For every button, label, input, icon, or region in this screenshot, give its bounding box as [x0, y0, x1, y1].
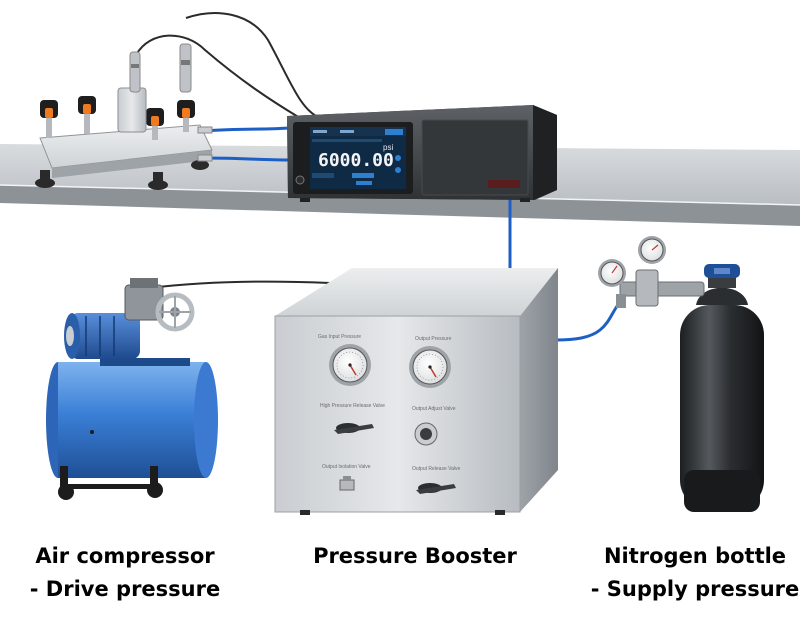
signal-cables [135, 12, 331, 289]
high-pressure-release-valve[interactable] [334, 423, 374, 434]
pressure-booster: Gas Input Pressure Output Pressure High … [274, 268, 558, 515]
compressor-wheels [58, 466, 163, 500]
pump-knob-front[interactable] [177, 100, 195, 132]
output-adjust-valve[interactable] [414, 422, 438, 446]
caption-nitrogen-bottle-line1: Nitrogen bottle [603, 544, 787, 568]
caption-air-compressor-line1: Air compressor [35, 544, 215, 568]
pump-knob-mid[interactable] [78, 96, 96, 134]
caption-nitrogen-bottle: Nitrogen bottle - Supply pressure [590, 540, 800, 606]
output-release-valve[interactable] [416, 483, 456, 494]
controller-display-value: 6000.00 [318, 150, 394, 171]
compressor-flywheel [155, 292, 195, 332]
pump-knob-right[interactable] [146, 108, 164, 140]
pressure-sensor-left [129, 51, 141, 93]
power-icon[interactable] [295, 175, 305, 185]
hydraulic-test-pump [35, 43, 213, 190]
pressure-sensor-right [179, 43, 192, 93]
regulator-body [619, 269, 705, 307]
output-pressure-gauge [409, 346, 451, 388]
regulator-outlet-gauge [638, 236, 666, 264]
pressure-tubing [203, 126, 622, 342]
pump-reservoir [117, 87, 147, 133]
valve-bottom-right-label: Output Release Valve [412, 466, 460, 472]
regulator-outlet-port [616, 294, 626, 308]
compressor-motor [64, 313, 140, 359]
pump-port-lower [197, 154, 213, 162]
controller-touchscreen[interactable]: 6000.00 psi [310, 127, 406, 189]
brand-badge-icon [488, 180, 520, 188]
caption-pressure-booster-line1: Pressure Booster [313, 544, 517, 568]
caption-air-compressor-line2: - Drive pressure [29, 577, 221, 601]
pump-feet [35, 160, 209, 190]
valve-top-right-label: Output Adjust Valve [412, 406, 456, 412]
output-isolation-valve[interactable] [339, 476, 355, 491]
air-compressor [46, 278, 218, 500]
caption-air-compressor: Air compressor - Drive pressure [10, 540, 240, 606]
pump-port-upper [197, 126, 213, 134]
controller-display-unit: psi [383, 143, 393, 152]
caption-pressure-booster: Pressure Booster [300, 540, 530, 573]
nitrogen-bottle [598, 236, 764, 512]
regulator-inlet-gauge [598, 259, 626, 287]
valve-bottom-left-label: Output Isolation Valve [322, 464, 371, 470]
input-pressure-gauge [329, 344, 371, 386]
gauge-right-label: Output Pressure [415, 336, 452, 342]
valve-top-left-label: High Pressure Release Valve [320, 403, 385, 409]
pump-knob-left[interactable] [40, 100, 58, 138]
pressure-controller: 6000.00 psi [287, 105, 557, 202]
caption-nitrogen-bottle-line2: - Supply pressure [590, 577, 800, 601]
gauge-left-label: Gas Input Pressure [318, 334, 361, 340]
